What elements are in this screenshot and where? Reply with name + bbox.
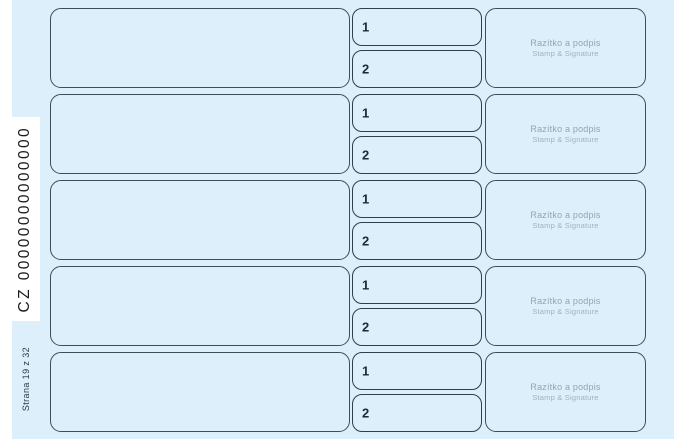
stamp-subtitle: Stamp & Signature xyxy=(532,221,599,230)
numbered-field[interactable]: 1 xyxy=(352,266,482,304)
page-indicator-text: Strana 19 z 32 xyxy=(21,346,31,412)
stamp-title: Razítko a podpis xyxy=(530,37,601,48)
code-backdrop xyxy=(0,117,40,321)
stamp-signature-field[interactable]: Razítko a podpis Stamp & Signature xyxy=(485,94,646,174)
numbered-field[interactable]: 2 xyxy=(352,222,482,260)
field-number-label: 2 xyxy=(362,61,370,77)
row-numbered-fields: 1 2 xyxy=(352,94,482,174)
field-number-label: 2 xyxy=(362,147,370,163)
numbered-field[interactable]: 1 xyxy=(352,8,482,46)
table-row: 1 2 Razítko a podpis Stamp & Signature xyxy=(50,352,646,432)
numbered-field[interactable]: 1 xyxy=(352,180,482,218)
stamp-subtitle: Stamp & Signature xyxy=(532,393,599,402)
numbered-field[interactable]: 2 xyxy=(352,394,482,432)
stamp-signature-field[interactable]: Razítko a podpis Stamp & Signature xyxy=(485,352,646,432)
page-indicator: Strana 19 z 32 xyxy=(14,336,38,422)
row-main-field[interactable] xyxy=(50,180,350,260)
field-number-label: 1 xyxy=(362,277,370,293)
stamp-title: Razítko a podpis xyxy=(530,209,601,220)
row-main-field[interactable] xyxy=(50,266,350,346)
field-number-label: 2 xyxy=(362,233,370,249)
vertical-code-text: CZ 00000000000000 xyxy=(16,125,33,313)
stamp-signature-field[interactable]: Razítko a podpis Stamp & Signature xyxy=(485,8,646,88)
numbered-field[interactable]: 2 xyxy=(352,308,482,346)
row-numbered-fields: 1 2 xyxy=(352,180,482,260)
stamp-signature-field[interactable]: Razítko a podpis Stamp & Signature xyxy=(485,180,646,260)
table-row: 1 2 Razítko a podpis Stamp & Signature xyxy=(50,266,646,346)
field-number-label: 1 xyxy=(362,19,370,35)
row-numbered-fields: 1 2 xyxy=(352,352,482,432)
field-number-label: 2 xyxy=(362,405,370,421)
field-number-label: 1 xyxy=(362,191,370,207)
vertical-code: CZ 00000000000000 xyxy=(12,120,38,318)
table-row: 1 2 Razítko a podpis Stamp & Signature xyxy=(50,180,646,260)
numbered-field[interactable]: 1 xyxy=(352,94,482,132)
table-row: 1 2 Razítko a podpis Stamp & Signature xyxy=(50,8,646,88)
stamp-subtitle: Stamp & Signature xyxy=(532,307,599,316)
row-main-field[interactable] xyxy=(50,352,350,432)
row-numbered-fields: 1 2 xyxy=(352,8,482,88)
row-numbered-fields: 1 2 xyxy=(352,266,482,346)
numbered-field[interactable]: 2 xyxy=(352,50,482,88)
field-number-label: 1 xyxy=(362,105,370,121)
table-row: 1 2 Razítko a podpis Stamp & Signature xyxy=(50,94,646,174)
stamp-subtitle: Stamp & Signature xyxy=(532,135,599,144)
field-number-label: 1 xyxy=(362,363,370,379)
form-rows: 1 2 Razítko a podpis Stamp & Signature 1… xyxy=(50,8,646,438)
row-main-field[interactable] xyxy=(50,94,350,174)
numbered-field[interactable]: 2 xyxy=(352,136,482,174)
stamp-title: Razítko a podpis xyxy=(530,123,601,134)
numbered-field[interactable]: 1 xyxy=(352,352,482,390)
row-main-field[interactable] xyxy=(50,8,350,88)
stamp-title: Razítko a podpis xyxy=(530,381,601,392)
field-number-label: 2 xyxy=(362,319,370,335)
stamp-title: Razítko a podpis xyxy=(530,295,601,306)
stamp-signature-field[interactable]: Razítko a podpis Stamp & Signature xyxy=(485,266,646,346)
stamp-subtitle: Stamp & Signature xyxy=(532,49,599,58)
